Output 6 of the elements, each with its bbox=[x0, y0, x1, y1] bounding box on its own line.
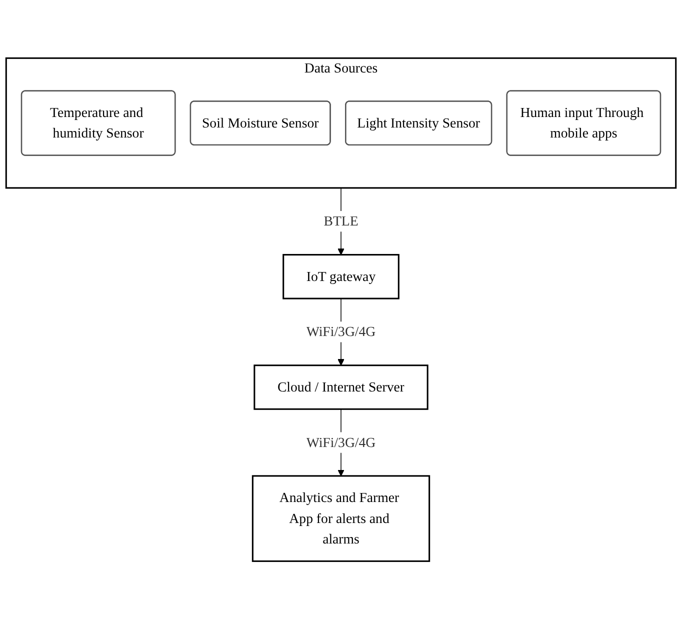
node-box: Analytics and Farmer App for alerts and alarms bbox=[252, 476, 430, 562]
node-box: Cloud / Internet Server bbox=[254, 364, 428, 410]
node-box: IoT gateway bbox=[282, 254, 400, 300]
edge-label: WiFi/3G/4G bbox=[306, 324, 376, 340]
edge-label: BTLE bbox=[324, 214, 358, 229]
edge-label: WiFi/3G/4G bbox=[306, 434, 376, 450]
